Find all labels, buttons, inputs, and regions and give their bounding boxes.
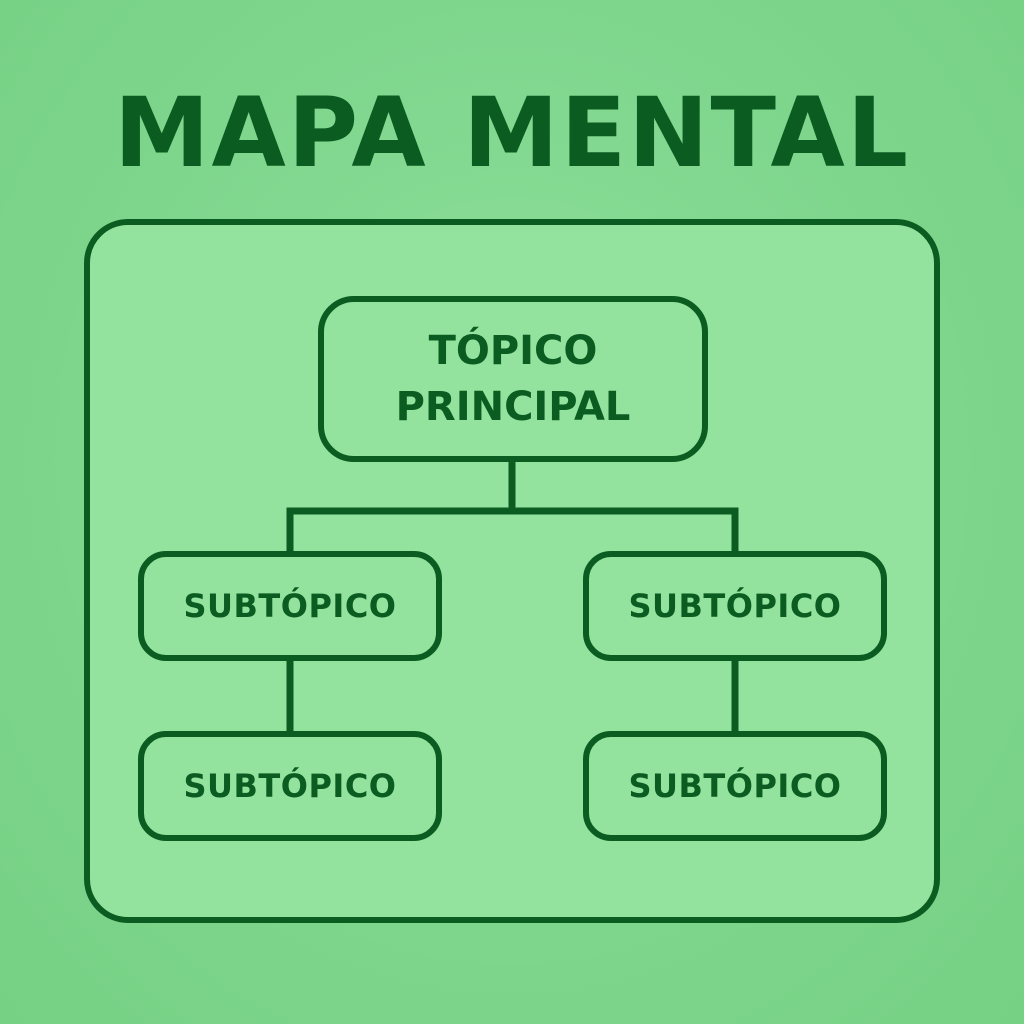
- page-title: MAPA MENTAL: [113, 77, 911, 189]
- subtopic-label: SUBTÓPICO: [628, 587, 842, 625]
- subtopic-label: SUBTÓPICO: [183, 587, 397, 625]
- central-topic-line-2: PRINCIPAL: [395, 384, 631, 430]
- subtopic-child-node-left: SUBTÓPICO: [138, 731, 442, 841]
- central-topic-line-1: TÓPICO: [428, 328, 598, 374]
- subtopic-node-right: SUBTÓPICO: [583, 551, 887, 661]
- subtopic-label: SUBTÓPICO: [183, 767, 397, 805]
- subtopic-label: SUBTÓPICO: [628, 767, 842, 805]
- central-topic-node: TÓPICO PRINCIPAL: [318, 296, 708, 462]
- subtopic-child-node-right: SUBTÓPICO: [583, 731, 887, 841]
- subtopic-node-left: SUBTÓPICO: [138, 551, 442, 661]
